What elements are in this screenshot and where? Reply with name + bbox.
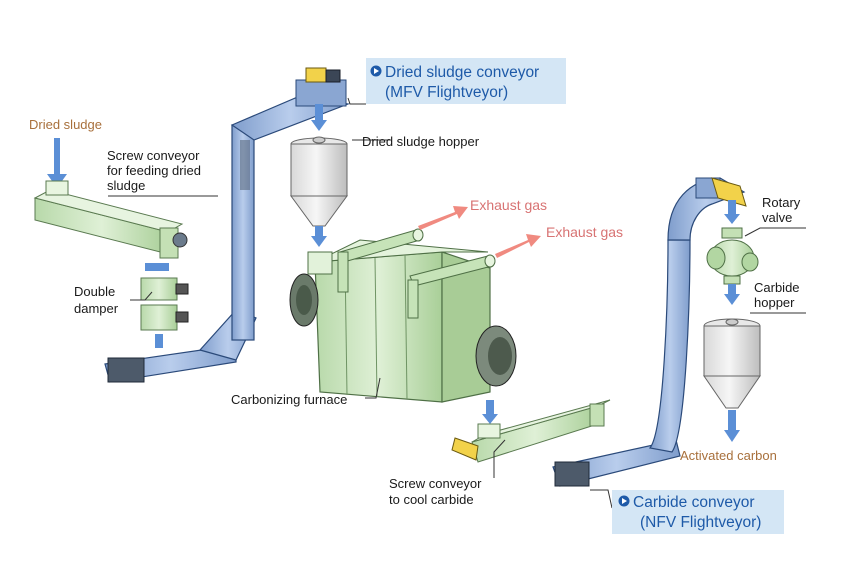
- callout-carbide-conveyor: Carbide conveyor (NFV Flightveyor): [612, 490, 784, 534]
- label-dried-sludge-hopper: Dried sludge hopper: [362, 134, 480, 149]
- nfv-flightveyor: [552, 177, 747, 487]
- label-double-damper-line1: Double: [74, 284, 115, 299]
- label-rotary-valve-line2: valve: [762, 210, 792, 225]
- label-screw-feed-line2: for feeding dried: [107, 163, 201, 178]
- label-screw-cool-line2: to cool carbide: [389, 492, 474, 507]
- callout-dried-sludge-conveyor: Dried sludge conveyor (MFV Flightveyor): [366, 58, 566, 104]
- callout-carbide-conveyor-line2: (NFV Flightveyor): [640, 514, 761, 531]
- label-carbonizing-furnace: Carbonizing furnace: [231, 392, 347, 407]
- callout-dried-sludge-conveyor-line1: Dried sludge conveyor: [385, 64, 539, 81]
- mfv-flightveyor: [104, 67, 351, 383]
- dried-sludge-hopper: [290, 136, 348, 247]
- label-exhaust-gas-1: Exhaust gas: [470, 197, 547, 213]
- callout-carbide-conveyor-line1: Carbide conveyor: [633, 494, 754, 511]
- screw-conveyor-feed: [33, 180, 188, 259]
- label-screw-cool-line1: Screw conveyor: [389, 476, 482, 491]
- exhaust-arrow-2: [495, 234, 541, 258]
- label-screw-feed-line1: Screw conveyor: [107, 148, 200, 163]
- label-carbide-hopper-line1: Carbide: [754, 280, 800, 295]
- label-activated-carbon: Activated carbon: [680, 448, 777, 463]
- callout-dried-sludge-conveyor-line2: (MFV Flightveyor): [385, 84, 508, 101]
- screw-conveyor-cool: [451, 399, 611, 463]
- label-double-damper-line2: damper: [74, 301, 119, 316]
- label-rotary-valve-line1: Rotary: [762, 195, 801, 210]
- label-exhaust-gas-2: Exhaust gas: [546, 224, 623, 240]
- rotary-valve: [706, 227, 759, 305]
- label-dried-sludge: Dried sludge: [29, 117, 102, 132]
- leader-lines: [108, 97, 806, 509]
- label-screw-feed-line3: sludge: [107, 178, 145, 193]
- double-damper: [140, 263, 189, 348]
- carbonizing-furnace: [289, 228, 517, 424]
- label-carbide-hopper-line2: hopper: [754, 295, 795, 310]
- exhaust-arrow-1: [418, 206, 468, 230]
- carbide-hopper: [703, 318, 761, 442]
